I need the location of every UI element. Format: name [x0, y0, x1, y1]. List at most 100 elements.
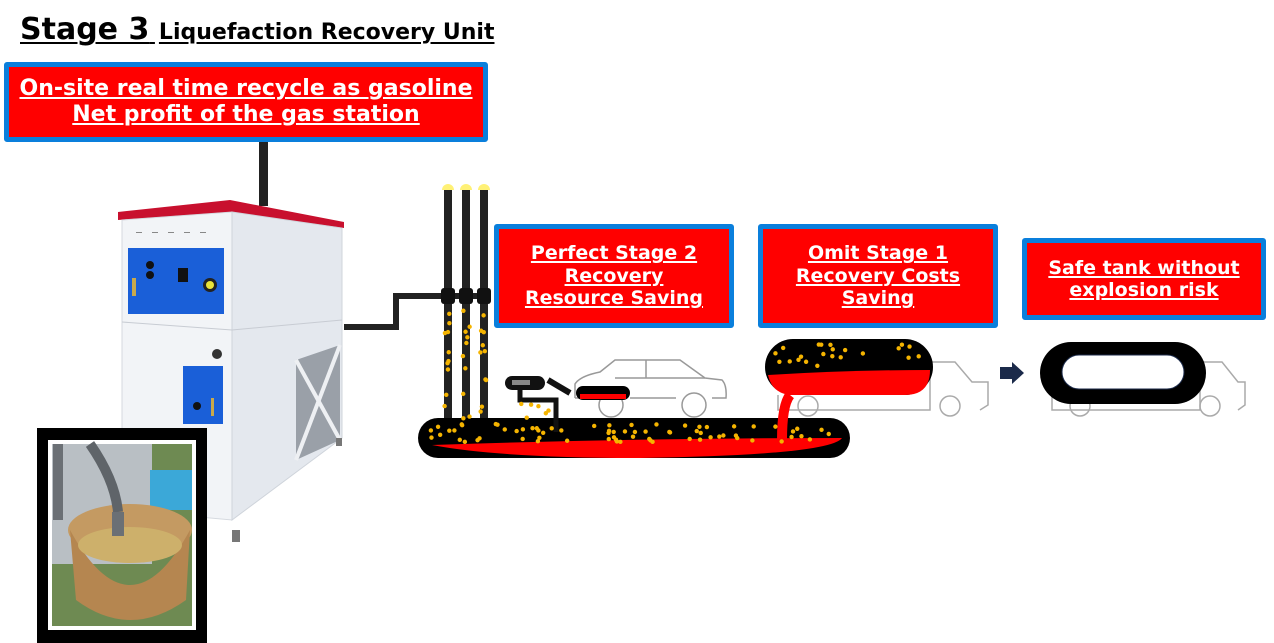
vapor-dot	[447, 428, 452, 433]
vapor-dot	[632, 429, 638, 435]
callout-safe-line-1: Safe tank without	[1048, 256, 1240, 279]
vapor-dot	[445, 367, 451, 372]
vapor-dot	[464, 340, 469, 346]
vapor-dot	[536, 428, 541, 433]
vapor-dot	[447, 311, 452, 317]
vapor-dot	[622, 429, 628, 434]
vapor-dot	[444, 392, 449, 398]
vapor-dot	[465, 335, 470, 340]
safe-tank-truck-icon	[1040, 342, 1246, 417]
callout-safe-tank: Safe tank without explosion risk	[1022, 238, 1266, 320]
vapor-dot	[481, 313, 486, 318]
vapor-dot	[795, 426, 800, 431]
vapor-dot	[445, 329, 451, 335]
vapor-dot	[479, 404, 485, 409]
vapor-dot	[643, 429, 648, 434]
vapor-dot	[815, 363, 820, 368]
vapor-dot	[493, 421, 499, 427]
vapor-dot	[591, 423, 597, 429]
vapor-dot	[630, 434, 636, 439]
vapor-dot	[452, 428, 457, 433]
vapor-dot	[830, 354, 835, 359]
vapor-dot	[459, 423, 465, 428]
vapor-dot	[694, 428, 699, 434]
vapor-dot	[463, 366, 468, 371]
vapor-dot	[546, 408, 551, 413]
vapor-dot	[773, 351, 778, 356]
callout-stage1: Omit Stage 1 Recovery Costs Saving	[758, 224, 998, 328]
vapor-dot	[446, 350, 451, 355]
vapor-dot	[787, 359, 792, 364]
vapor-dot	[611, 429, 616, 435]
vapor-dot	[467, 414, 472, 419]
vapor-dot	[437, 432, 443, 438]
vapor-dot	[697, 437, 703, 442]
vapor-dot	[650, 439, 655, 445]
vapor-dot	[667, 430, 673, 435]
callout-stage2-line-3: Resource Saving	[524, 287, 704, 310]
vapor-dot	[654, 422, 659, 427]
vapor-dot	[860, 351, 866, 356]
vapor-dot	[798, 354, 804, 359]
vapor-dot	[819, 427, 824, 433]
connector-callout-machine	[259, 142, 268, 206]
vapor-dot	[721, 433, 726, 438]
vapor-dot	[799, 434, 804, 439]
callout-stage2-line-1: Perfect Stage 2	[530, 242, 698, 265]
vapor-dot	[429, 435, 434, 440]
vapor-dot	[446, 358, 451, 364]
vapor-dot	[790, 429, 796, 434]
vapor-dot	[682, 423, 688, 428]
vapor-dot	[731, 424, 737, 429]
callout-main: On-site real time recycle as gasoline Ne…	[4, 62, 488, 142]
vent-pipe-icon	[441, 184, 491, 426]
vapor-dot	[461, 308, 466, 313]
vapor-dot	[462, 439, 468, 445]
vapor-dot	[629, 422, 634, 428]
vapor-dot	[751, 424, 756, 429]
vapor-dot	[524, 415, 529, 420]
vapor-dot	[803, 359, 809, 364]
vapor-dot	[457, 437, 462, 443]
vapor-dot	[442, 403, 447, 409]
vapor-dot	[478, 328, 484, 333]
vapor-dot	[618, 439, 623, 445]
stage-label: Stage 3	[20, 12, 150, 47]
vapor-dot	[549, 426, 554, 431]
vapor-dot	[807, 437, 813, 442]
vapor-dot	[907, 344, 912, 349]
vapor-dot	[828, 342, 833, 347]
vapor-dot	[478, 350, 483, 355]
vapor-dot	[606, 436, 612, 442]
vapor-dot	[899, 342, 905, 347]
vapor-dot	[502, 427, 507, 432]
callout-stage1-line-3: Saving	[841, 287, 915, 310]
vapor-dot	[687, 436, 692, 442]
tank-truck-icon	[765, 339, 989, 441]
vapor-dot	[520, 436, 525, 442]
vapor-dot	[606, 428, 612, 433]
vapor-dot	[830, 347, 835, 352]
vapor-dot	[447, 320, 452, 326]
vapor-dot	[611, 435, 617, 440]
unit-label: Liquefaction Recovery Unit	[158, 20, 495, 45]
vapor-dot	[708, 435, 713, 440]
vapor-dot	[821, 351, 826, 357]
vapor-dot	[483, 377, 488, 382]
vapor-dot	[704, 424, 710, 430]
vapor-dot	[796, 357, 801, 362]
vapor-dot	[735, 435, 740, 441]
vapor-dot	[482, 348, 488, 354]
vapor-dot	[717, 434, 722, 439]
callout-main-line-2: Net profit of the gas station	[72, 102, 420, 127]
vapor-dot	[535, 439, 541, 444]
vapor-dot	[819, 342, 824, 347]
callout-stage1-line-2: Recovery Costs	[795, 264, 961, 287]
vapor-dot	[826, 431, 831, 437]
vapor-dot	[564, 438, 570, 443]
vapor-dot	[460, 353, 466, 359]
vapor-dot	[536, 404, 541, 409]
vapor-dot	[906, 355, 911, 360]
vapor-dot	[530, 426, 535, 431]
